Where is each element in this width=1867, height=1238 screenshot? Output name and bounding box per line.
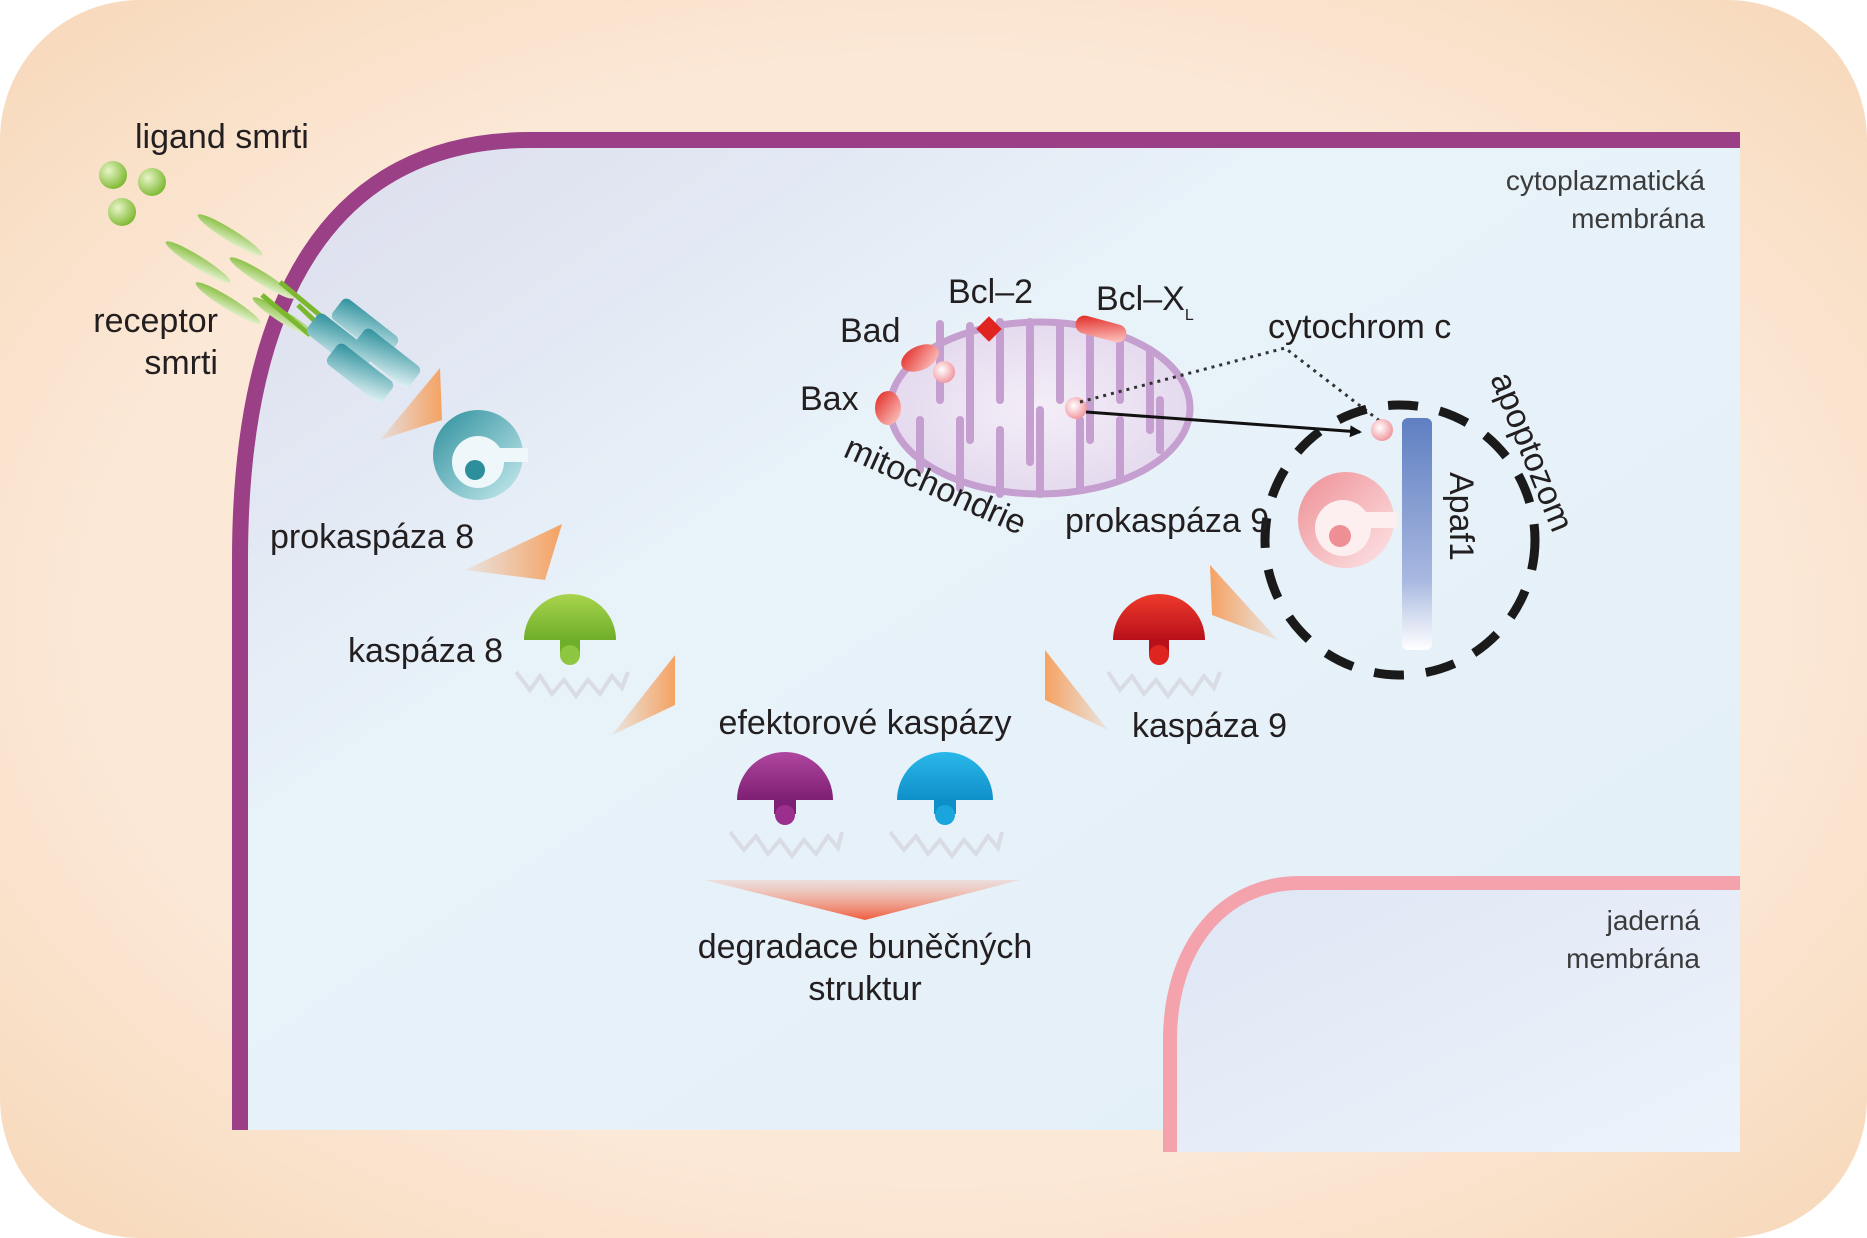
cytochrome-c-icon: [1065, 397, 1087, 419]
cytochrome-label: cytochrom c: [1268, 308, 1451, 346]
effector-label: efektorové kaspázy: [719, 704, 1012, 742]
degradation-arrow: [705, 880, 1020, 920]
bax-protein: [875, 391, 901, 425]
cytochrome-release-dotted: [1079, 346, 1386, 427]
caspase8-label: kaspáza 8: [348, 632, 503, 670]
degradation-label-line2: struktur: [808, 970, 921, 1008]
ligand-label: ligand smrti: [135, 118, 309, 156]
caspase9-label: kaspáza 9: [1132, 707, 1287, 745]
arrow-caspase9-to-effector: [1045, 650, 1108, 730]
bcl2-label: Bcl–2: [948, 273, 1033, 311]
receptor-label-line1: receptor: [93, 302, 218, 340]
caspase8-icon: [514, 594, 630, 700]
procaspase8-icon: [433, 410, 528, 500]
ligand-molecule-icon: [99, 161, 166, 226]
cytochrome-release-arrow: [1085, 410, 1362, 438]
apaf1-bar: [1402, 418, 1432, 650]
arrow-apoptosome-to-caspase9: [1210, 565, 1278, 640]
procaspase9-icon: [1298, 472, 1397, 568]
bcl2-protein: [976, 316, 1002, 342]
bcl-proteins: [875, 315, 1127, 425]
arrow-receptor-to-procaspase8: [380, 368, 442, 440]
apoptosome-cytochrome: [1371, 419, 1393, 441]
bclxl-label-main: Bcl–X: [1096, 280, 1185, 318]
nucleus: [1170, 883, 1740, 1152]
bclxl-protein: [1075, 315, 1127, 343]
bclxl-label-sub: L: [1185, 307, 1194, 324]
nuclear-membrane-label-line2: membrána: [1566, 943, 1700, 974]
apaf1-label: Apaf1: [1442, 472, 1480, 561]
cyto-membrane-label-line2: membrána: [1571, 203, 1705, 234]
bad-protein: [901, 344, 939, 372]
nuclear-membrane-label-line1: jaderná: [1606, 905, 1701, 936]
bad-bound-cytochrome: [933, 361, 955, 383]
apoptosome-icon: [1260, 400, 1540, 680]
caspase9-icon: [1106, 594, 1222, 700]
bax-label: Bax: [800, 380, 859, 418]
procaspase9-label: prokaspáza 9: [1065, 502, 1269, 540]
receptor-ligand-stalks: [165, 214, 342, 347]
bad-label: Bad: [840, 312, 901, 350]
effector-caspase-1-icon: [728, 752, 844, 860]
cytoplasmic-membrane: [232, 132, 1740, 1130]
cyto-membrane-label-line1: cytoplazmatická: [1506, 165, 1706, 196]
nuclear-membrane: [1163, 876, 1740, 1152]
receptor-label-line2: smrti: [144, 344, 218, 382]
degradation-label-line1: degradace buněčných: [698, 928, 1033, 966]
bclxl-label: Bcl–XL: [1096, 280, 1194, 324]
procaspase8-label: prokaspáza 8: [270, 518, 474, 556]
effector-caspase-2-icon: [888, 752, 1004, 860]
arrow-procaspase8-to-caspase8: [465, 524, 562, 580]
receptor-icon: [306, 298, 421, 403]
arrow-caspase8-to-effector: [612, 655, 675, 735]
